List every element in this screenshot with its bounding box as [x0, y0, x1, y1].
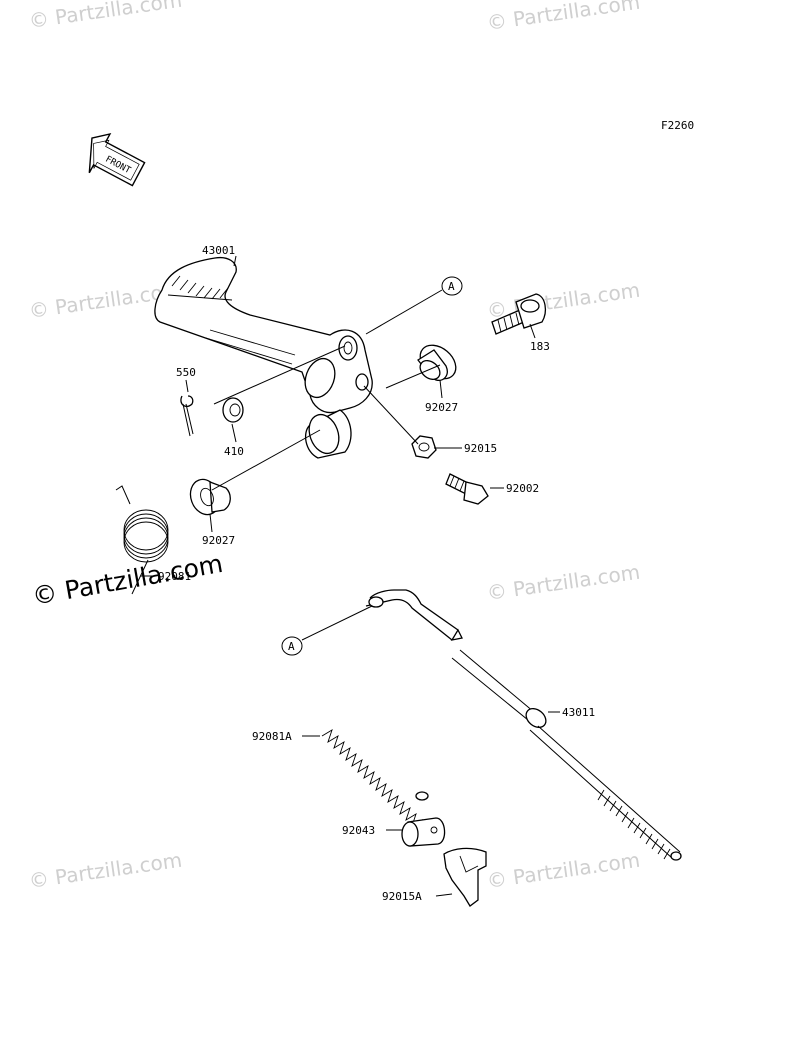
callout-a-top: A [441, 276, 463, 296]
bushing-left [189, 478, 231, 516]
callout-a-bottom: A [281, 636, 303, 656]
callout-letter: A [288, 640, 295, 653]
label-92081[interactable]: 92081 [158, 570, 191, 583]
brake-pedal [154, 256, 373, 459]
label-43011[interactable]: 43011 [562, 706, 595, 719]
label-92002[interactable]: 92002 [506, 482, 539, 495]
torsion-spring [115, 485, 169, 595]
washer [222, 397, 244, 423]
watermark: © Partzilla.com [485, 848, 641, 893]
figure-code: F2260 [661, 119, 694, 132]
leader-lines [140, 255, 560, 897]
label-550[interactable]: 550 [176, 366, 196, 379]
label-92015a[interactable]: 92015A [382, 890, 422, 903]
watermark: © Partzilla.com [485, 0, 641, 35]
watermark: © Partzilla.com [27, 0, 183, 33]
label-410[interactable]: 410 [224, 445, 244, 458]
callout-letter: A [448, 280, 455, 293]
watermark: © Partzilla.com [485, 560, 641, 605]
bolt-small [445, 473, 489, 505]
cotter-pin [180, 395, 194, 437]
nut [411, 435, 437, 459]
label-92027-right[interactable]: 92027 [425, 401, 458, 414]
pin [401, 817, 446, 847]
label-92015[interactable]: 92015 [464, 442, 497, 455]
label-92027-left[interactable]: 92027 [202, 534, 235, 547]
label-92043[interactable]: 92043 [342, 824, 375, 837]
watermark-dark: © Partzilla.com [30, 549, 225, 611]
bushing-right [417, 344, 457, 381]
part-labels: 43001 183 550 410 92027 92015 92002 9202… [158, 244, 595, 903]
adjuster-nut [443, 847, 487, 907]
bolt [491, 293, 547, 335]
coil-spring [321, 728, 429, 833]
label-92081a[interactable]: 92081A [252, 730, 292, 743]
watermark: © Partzilla.com [27, 848, 183, 893]
label-183[interactable]: 183 [530, 340, 550, 353]
label-43001[interactable]: 43001 [202, 244, 235, 257]
brake-rod [365, 589, 682, 861]
front-arrow-icon: FRONT [88, 132, 146, 187]
